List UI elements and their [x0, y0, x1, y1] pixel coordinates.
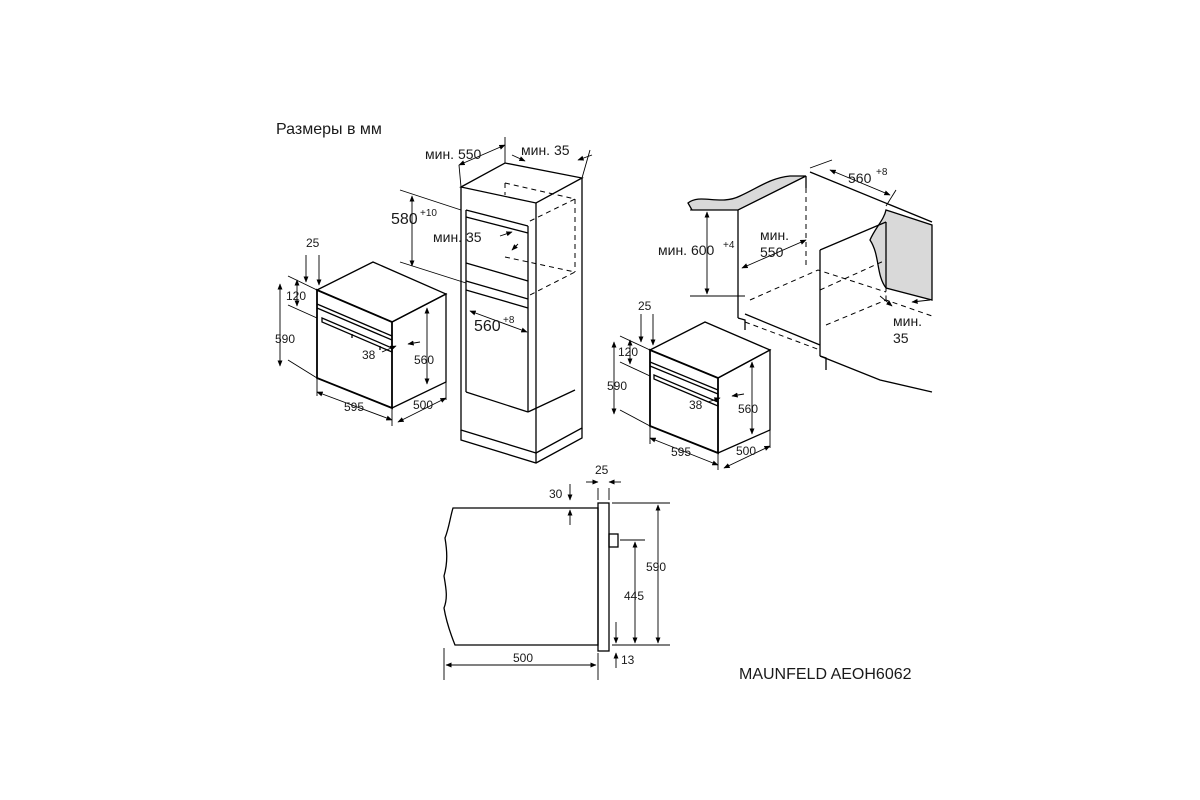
oven-left-handle — [321, 317, 393, 353]
oven-left-d25: 25 — [306, 236, 320, 250]
oven-left-d595: 595 — [344, 400, 364, 414]
column-min-depth-label: мин. 550 — [425, 146, 482, 162]
undercounter-niche-width-label: 560 — [848, 170, 872, 186]
undercounter-min-height-label: мин. 600 — [658, 242, 715, 258]
oven-right-handle — [653, 374, 719, 407]
undercounter-min-gap-line1: мин. — [893, 313, 922, 329]
undercounter-niche-width-tol: +8 — [876, 167, 888, 178]
column-cabinet — [459, 162, 584, 464]
undercounter-min-depth-line2: 550 — [760, 244, 784, 260]
side-view-dimensions: 25 30 590 445 500 13 — [443, 463, 670, 680]
column-niche-height-tol: +10 — [420, 208, 437, 219]
undercounter-cabinet — [687, 171, 933, 393]
oven-right-d120: 120 — [618, 345, 638, 359]
undercounter-dimensions: 560 +8 мин. 600 +4 мин. 550 мин. 35 — [658, 159, 931, 346]
oven-side-body — [443, 507, 599, 646]
column-min-gap-mid-label: мин. 35 — [433, 229, 482, 245]
side-d500: 500 — [513, 651, 533, 665]
oven-left-d120: 120 — [286, 289, 306, 303]
oven-right-d500: 500 — [736, 444, 756, 458]
column-niche-width-tol: +8 — [503, 315, 515, 326]
undercounter-min-height-tol: +4 — [723, 240, 735, 251]
oven-left-d38: 38 — [362, 348, 376, 362]
side-d30: 30 — [549, 487, 563, 501]
oven-right-d590: 590 — [607, 379, 627, 393]
oven-right-d25: 25 — [638, 299, 652, 313]
side-d25: 25 — [595, 463, 609, 477]
oven-left-d590: 590 — [275, 332, 295, 346]
oven-right-dimensions: 25 120 590 38 560 595 500 — [607, 299, 771, 470]
column-niche-width-label: 560 — [474, 318, 501, 335]
oven-side-view — [443, 502, 619, 652]
oven-left-dimensions: 25 120 590 38 560 595 500 — [275, 236, 447, 426]
oven-right-d595: 595 — [671, 445, 691, 459]
column-dimensions: мин. 550 мин. 35 580 +10 мин. 35 560 +8 — [391, 137, 593, 335]
column-niche-height-label: 580 — [391, 211, 418, 228]
side-d445: 445 — [624, 589, 644, 603]
oven-left-d560: 560 — [414, 353, 434, 367]
oven-right-d560: 560 — [738, 402, 758, 416]
side-d590: 590 — [646, 560, 666, 574]
worktop-left — [687, 175, 807, 211]
oven-side-knob — [608, 533, 619, 548]
model-caption: MAUNFELD AEOH6062 — [739, 666, 912, 683]
side-d13: 13 — [621, 653, 635, 667]
undercounter-min-gap-line2: 35 — [893, 330, 909, 346]
oven-side-front-panel — [597, 502, 610, 652]
column-top-face — [459, 162, 584, 204]
worktop-right — [869, 209, 933, 301]
oven-right-d38: 38 — [689, 398, 703, 412]
undercounter-min-depth-line1: мин. — [760, 227, 789, 243]
drawing-heading: Размеры в мм — [276, 121, 382, 138]
column-min-gap-top-label: мин. 35 — [521, 142, 570, 158]
oven-left-d500: 500 — [413, 398, 433, 412]
oven-right — [648, 321, 772, 455]
